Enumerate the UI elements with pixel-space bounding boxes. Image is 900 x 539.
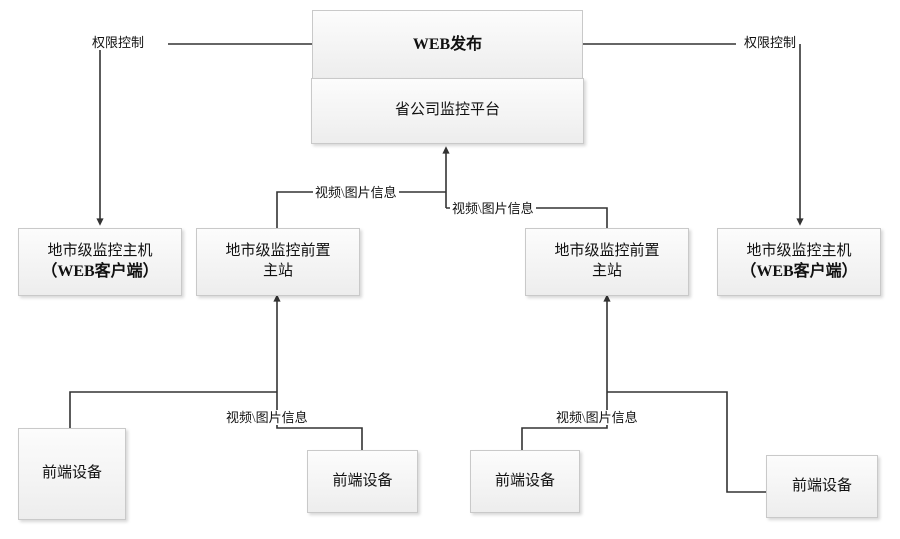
edge-label-access-control-right: 权限控制	[742, 35, 799, 50]
node-city-front-right-label: 地市级监控前置 主站	[554, 243, 660, 279]
edge-label-video-image-upper-right: 视频\图片信息	[450, 201, 536, 216]
node-device-2[interactable]: 前端设备	[307, 450, 418, 513]
node-web-publish-label: WEB发布	[412, 35, 483, 53]
line-device4-to-right-front	[607, 391, 770, 493]
node-device-1-label: 前端设备	[41, 465, 102, 482]
node-province-platform-label: 省公司监控平台	[394, 102, 500, 119]
node-device-3-label: 前端设备	[494, 472, 555, 489]
node-city-host-left[interactable]: 地市级监控主机 （WEB客户端）	[18, 228, 182, 296]
node-city-host-right-label: 地市级监控主机 （WEB客户端）	[740, 242, 858, 281]
node-device-2-label: 前端设备	[332, 472, 393, 489]
node-city-host-right[interactable]: 地市级监控主机 （WEB客户端）	[717, 228, 881, 296]
node-device-4-label: 前端设备	[791, 477, 852, 494]
node-device-3[interactable]: 前端设备	[470, 450, 580, 513]
node-device-4[interactable]: 前端设备	[766, 455, 878, 518]
node-web-publish[interactable]: WEB发布	[312, 10, 583, 78]
node-city-host-left-label: 地市级监控主机 （WEB客户端）	[41, 242, 159, 281]
node-device-1[interactable]: 前端设备	[18, 428, 126, 520]
node-province-platform[interactable]: 省公司监控平台	[311, 78, 584, 144]
node-city-front-left[interactable]: 地市级监控前置 主站	[196, 228, 360, 296]
edge-label-video-image-upper-left: 视频\图片信息	[313, 185, 399, 200]
node-city-front-right[interactable]: 地市级监控前置 主站	[525, 228, 689, 296]
edge-label-access-control-left: 权限控制	[90, 35, 147, 50]
edge-label-video-image-lower-right: 视频\图片信息	[554, 410, 640, 425]
node-city-front-left-label: 地市级监控前置 主站	[225, 243, 331, 279]
edge-label-video-image-lower-left: 视频\图片信息	[224, 410, 310, 425]
